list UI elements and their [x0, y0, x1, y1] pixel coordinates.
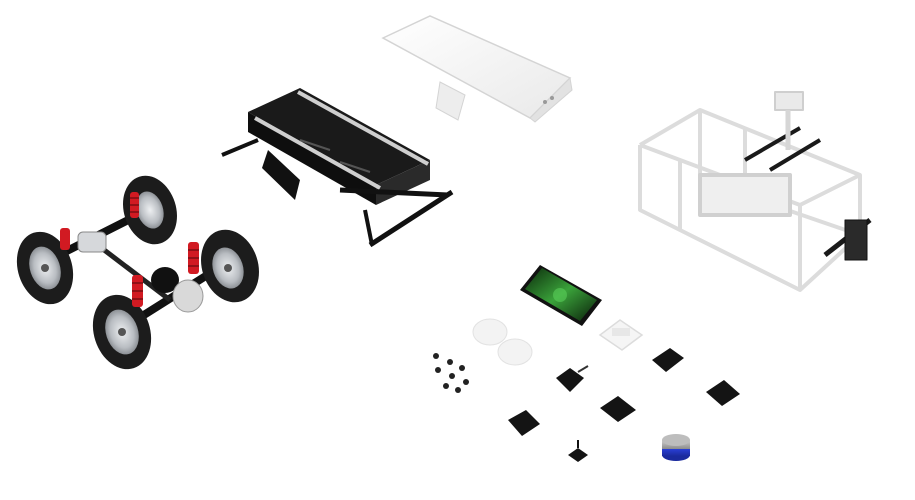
lidar-sensor: [662, 434, 690, 461]
screws: [433, 353, 469, 393]
motor-gearbox: [77, 231, 204, 313]
small-modules: [508, 319, 740, 462]
wheel-rear-left: [16, 231, 74, 305]
module-black-5: [508, 410, 540, 436]
shock-absorber-rear: [130, 192, 139, 218]
wheel-rear-right: [123, 175, 177, 245]
module-black-4: [600, 396, 636, 422]
shock-absorber-front-right: [188, 242, 199, 274]
wheel-front-right: [201, 229, 259, 303]
module-black-3: [706, 380, 740, 406]
wheel-front-left: [92, 294, 152, 370]
battery-frame: [221, 88, 454, 248]
module-black-1: [652, 348, 684, 372]
roll-cage: [638, 91, 872, 292]
top-cover: [381, 15, 573, 123]
shock-absorber-front-left: [132, 275, 143, 307]
connector-board: [598, 319, 644, 351]
shock-absorber-mid: [60, 228, 70, 250]
switch-component: [568, 440, 588, 462]
round-stickers: [472, 318, 533, 366]
module-black-2: [556, 365, 589, 392]
display-screen: [520, 265, 602, 326]
chassis-assembly: [16, 175, 259, 370]
